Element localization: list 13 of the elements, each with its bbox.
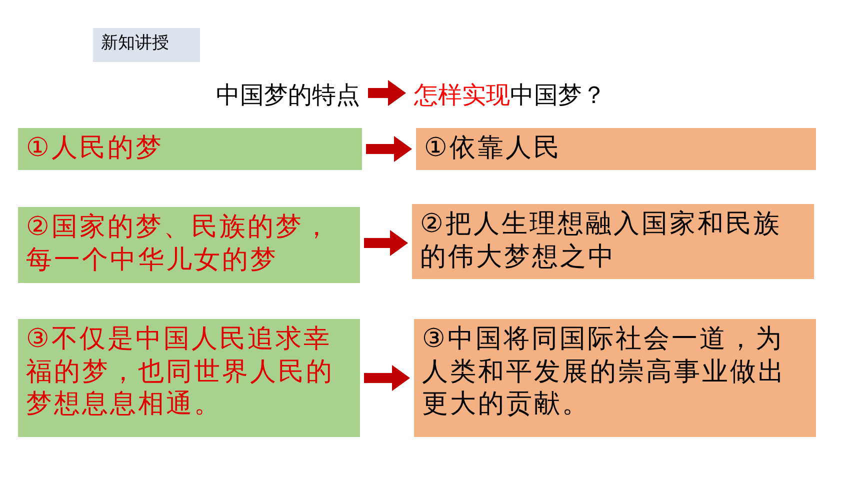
approach-box: ②把人生理想融入国家和民族的伟大梦想之中 <box>412 204 814 279</box>
arrow <box>368 80 406 106</box>
approach-box: ①依靠人民 <box>416 128 816 170</box>
feature-box: ③不仅是中国人民追求幸福的梦，也同世界人民的梦想息息相通。 <box>18 319 360 437</box>
column-heading: 中国梦的特点 <box>110 76 364 112</box>
arrow <box>364 365 410 391</box>
arrow <box>366 136 412 162</box>
column-heading: 怎样实现中国梦？ <box>410 76 710 112</box>
feature-box: ①人民的梦 <box>18 128 362 170</box>
approach-box: ③中国将同国际社会一道，为人类和平发展的崇高事业做出更大的贡献。 <box>414 319 816 437</box>
section-tag: 新知讲授 <box>93 28 200 62</box>
feature-box: ②国家的梦、民族的梦，每一个中华儿女的梦 <box>18 207 360 283</box>
arrow <box>364 230 408 256</box>
